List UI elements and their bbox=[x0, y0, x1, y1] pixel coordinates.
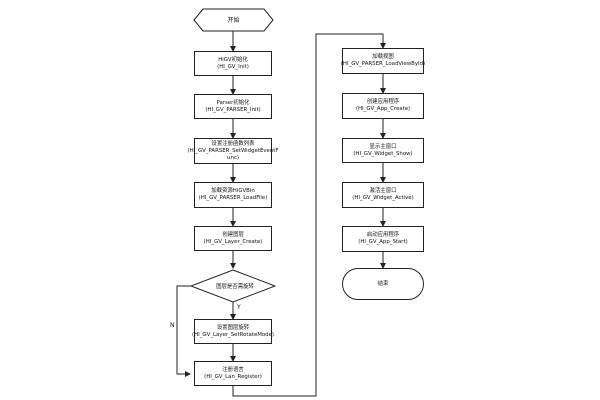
no-branch-label: N bbox=[170, 322, 175, 329]
end-terminal: 结束 bbox=[342, 268, 424, 300]
node-load-view-func: (HI_GV_PARSER_LoadViewById) bbox=[340, 61, 426, 67]
node-widget-show-title: 显示主窗口 bbox=[369, 143, 397, 150]
node-set-register-func: 设置注册函数列表 (HI_GV_PARSER_SetWidgetEventF u… bbox=[188, 138, 279, 164]
start-terminal-label: 开始 bbox=[227, 17, 240, 24]
edge-decision-no bbox=[176, 285, 191, 377]
node-higv-init: HiGV初始化 (HI_GV_Init) bbox=[194, 51, 272, 76]
node-widget-active-title: 激活主窗口 bbox=[369, 188, 397, 194]
node-app-start-func: (HI_GV_App_Start) bbox=[358, 239, 408, 245]
node-set-rotate: 设置图层旋转 (HI_GV_Layer_SetRotateMode) bbox=[191, 319, 275, 344]
node-higv-init-func: (HI_GV_Init) bbox=[217, 63, 249, 70]
start-terminal-shape bbox=[193, 8, 274, 32]
yes-branch-label: Y bbox=[237, 304, 241, 311]
node-layer-create-title: 创建图层 bbox=[222, 231, 244, 238]
node-set-register-func-func-cont: unc) bbox=[227, 154, 239, 161]
node-register-language-title: 注册语言 bbox=[222, 366, 244, 373]
node-set-register-func-title: 设置注册函数列表 bbox=[211, 140, 255, 147]
node-parser-init-title: Parser初始化 bbox=[216, 99, 250, 106]
node-app-start-title: 启动应用程序 bbox=[366, 232, 400, 238]
node-load-higvbin-title: 加载资源HiGVBin bbox=[211, 188, 255, 194]
node-widget-show: 显示主窗口 (HI_GV_Widget_Show) bbox=[342, 138, 424, 163]
node-app-start: 启动应用程序 (HI_GV_App_Start) bbox=[342, 226, 424, 252]
node-parser-init-func: (HI_GV_PARSER_Init) bbox=[205, 106, 261, 113]
node-set-register-func-func: (HI_GV_PARSER_SetWidgetEventF bbox=[187, 147, 279, 154]
node-register-language: 注册语言 (HI_GV_Lan_Register) bbox=[194, 361, 272, 386]
node-widget-active: 激活主窗口 (HI_GV_Widget_Active) bbox=[342, 182, 424, 208]
node-load-higvbin: 加载资源HiGVBin (HI_GV_PARSER_LoadFile) bbox=[194, 182, 272, 208]
node-set-rotate-func: (HI_GV_Layer_SetRotateMode) bbox=[191, 331, 275, 338]
node-parser-init: Parser初始化 (HI_GV_PARSER_Init) bbox=[194, 94, 272, 119]
node-register-language-func: (HI_GV_Lan_Register) bbox=[204, 373, 262, 380]
node-app-create-func: (HI_GV_App_Create) bbox=[355, 106, 411, 112]
rotate-decision-label: 图层是否需旋转 bbox=[216, 284, 254, 290]
node-load-view: 加载视图 (HI_GV_PARSER_LoadViewById) bbox=[340, 48, 426, 74]
node-widget-show-func: (HI_GV_Widget_Show) bbox=[353, 150, 413, 157]
node-set-rotate-title: 设置图层旋转 bbox=[216, 324, 250, 331]
node-layer-create-func: (HI_GV_Layer_Create) bbox=[203, 238, 263, 245]
node-higv-init-title: HiGV初始化 bbox=[218, 56, 248, 63]
node-load-higvbin-func: (HI_GV_PARSER_LoadFile) bbox=[198, 195, 268, 201]
end-terminal-label: 结束 bbox=[377, 280, 389, 287]
node-widget-active-func: (HI_GV_Widget_Active) bbox=[352, 195, 414, 201]
node-layer-create: 创建图层 (HI_GV_Layer_Create) bbox=[194, 226, 272, 251]
edge-register-lang-to-load-view bbox=[232, 33, 386, 397]
node-load-view-title: 加载视图 bbox=[372, 54, 394, 60]
node-app-create-title: 创建应用程序 bbox=[366, 99, 400, 105]
node-app-create: 创建应用程序 (HI_GV_App_Create) bbox=[342, 93, 424, 119]
